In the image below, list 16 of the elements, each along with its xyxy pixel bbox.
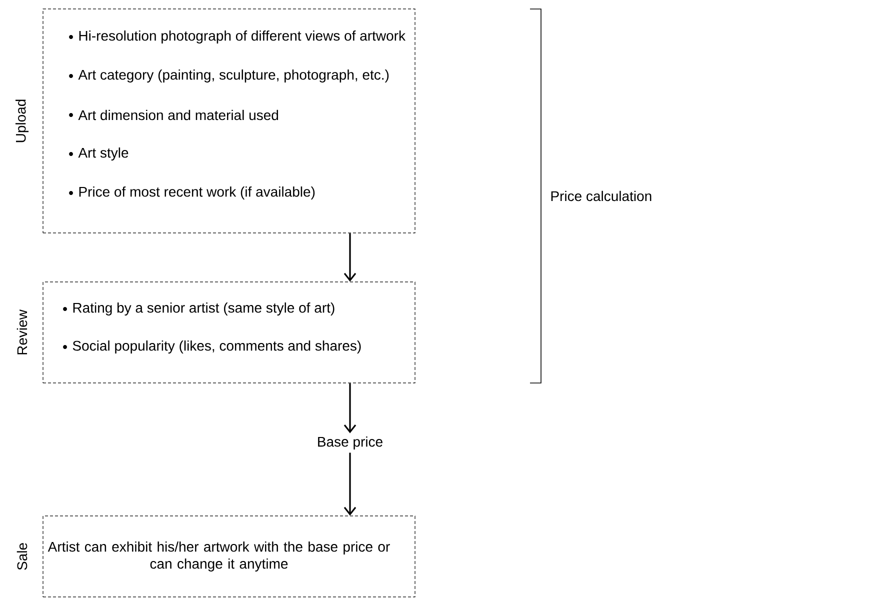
- arrow: [344, 383, 356, 434]
- bracket-label: Price calculation: [551, 190, 652, 202]
- step-text: Base price: [318, 436, 382, 450]
- section-label: Upload: [15, 100, 29, 142]
- bullet-item: Art style: [78, 147, 128, 160]
- arrow: [344, 452, 356, 516]
- bullet-item: Rating by a senior artist (same style of art): [73, 302, 334, 316]
- bullet-item: Social popularity (likes, comments and shares): [72, 340, 361, 354]
- bullet-item: Art category (painting, sculpture, photograph, etc.): [78, 69, 389, 82]
- bullet-item: Art dimension and material used: [78, 110, 278, 120]
- section-label: Sale: [16, 543, 28, 570]
- arrow: [344, 233, 356, 282]
- section-label: Review: [16, 310, 28, 354]
- bullet-item: Hi-resolution photograph of different views of artwork: [79, 30, 406, 44]
- description-text: Artist can exhibit his/her artwork with the base price or can change it anytime: [48, 541, 390, 572]
- bullet-item: Price of most recent work (if available): [79, 186, 315, 200]
